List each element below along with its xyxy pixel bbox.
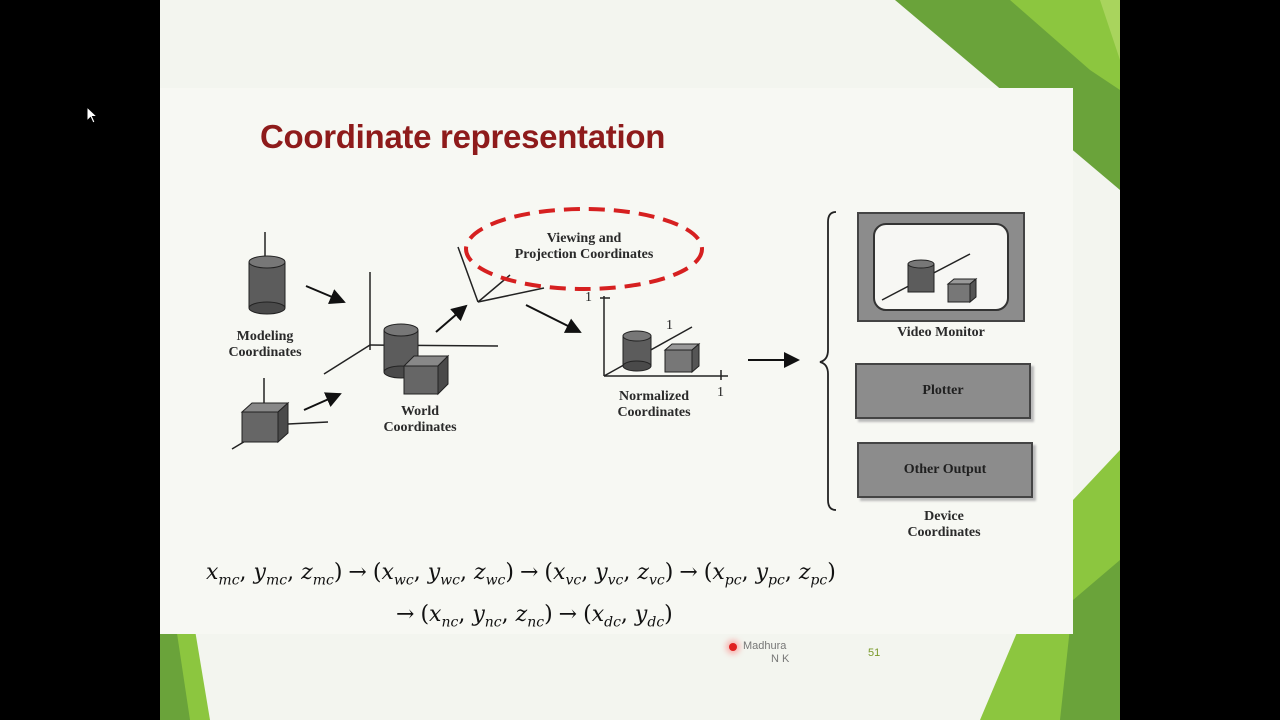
equation-term: xwc [381,560,414,589]
equation-term: xnc [429,602,459,631]
slide-title: Coordinate representation [260,118,666,155]
equation-line-1: xmc, ymc, zmc)→(xwc, ywc, zwc)→(xvc, yvc… [206,560,836,588]
y-axis-tick-label: 1 [585,290,592,305]
arrow-viewing-to-normalized [525,304,582,333]
equation-term: xmc [206,560,240,589]
viewing-label: Viewing and Projection Coordinates [514,231,654,262]
paren: ( [420,602,430,627]
diagonal-axis-tick-label: 1 [666,318,673,333]
world-axes-icon [323,272,499,396]
equation-term: zwc [473,560,506,589]
x-axis-tick-label: 1 [717,385,724,400]
mouse-cursor-icon [86,106,99,124]
diagram-panel [160,88,1073,634]
arrow-model-to-world-2 [303,392,342,411]
page-number: 51 [868,647,881,659]
equation-term: zmc [301,560,334,589]
arrow-world-to-viewing [435,304,468,333]
modeling-label: Modeling Coordinates [228,329,302,360]
equation-term: ymc [253,560,288,589]
paren: ( [544,560,554,585]
comma: , [413,560,428,585]
pipeline-diagram [231,207,1025,511]
paren: ( [703,560,713,585]
modeling-cylinder-icon [248,232,286,315]
device-label: Device Coordinates [907,509,981,540]
equation-term: xvc [553,560,582,589]
equation-term: ywc [427,560,460,589]
arrow-icon: → [558,602,578,627]
record-dot-icon [729,643,737,651]
arrow-model-to-world-1 [305,285,346,304]
paren: ) [544,602,553,627]
normalized-label: Normalized Coordinates [617,389,691,420]
paren: ) [827,560,836,585]
highlight-ellipse [464,207,704,291]
video-monitor-label: Video Monitor [897,325,985,340]
comma: , [239,560,254,585]
paren: ) [333,560,343,585]
comma: , [623,560,638,585]
equation-line-2: →(xnc, ync, znc)→(xdc, ydc) [390,602,673,630]
comma: , [501,602,516,627]
other-output-label: Other Output [903,462,987,477]
arrow-icon: → [519,560,539,585]
arrow-icon: → [348,560,367,585]
equation-term: xpc [712,560,742,589]
other-output-box: Other Output [857,442,1033,498]
paren: ) [664,602,673,627]
slide: Coordinate representation [160,0,1120,720]
comma: , [287,560,302,585]
device-bracket [819,211,837,511]
paren: ) [664,560,674,585]
author-credit: Madhura N K [743,640,790,665]
equation-term: yvc [595,560,624,589]
equation-term: ypc [755,560,785,589]
arrow-icon: → [396,602,415,627]
equation-term: xdc [591,602,621,631]
comma: , [741,560,756,585]
equation-term: zvc [637,560,665,589]
video-monitor-icon [857,212,1025,322]
comma: , [581,560,596,585]
paren: ) [505,560,514,585]
comma: , [784,560,799,585]
modeling-cube-icon [231,378,329,450]
world-label: World Coordinates [383,404,457,435]
plotter-box: Plotter [855,363,1031,419]
equation-term: ydc [634,602,665,631]
equation-term: ync [472,602,502,631]
arrow-icon: → [679,560,698,585]
plotter-label: Plotter [922,383,964,398]
paren: ( [372,560,382,585]
equation-term: zpc [798,560,828,589]
equation-term: znc [515,602,545,631]
normalized-axes-icon [600,296,728,380]
comma: , [459,560,474,585]
comma: , [458,602,473,627]
paren: ( [583,602,592,627]
comma: , [620,602,635,627]
